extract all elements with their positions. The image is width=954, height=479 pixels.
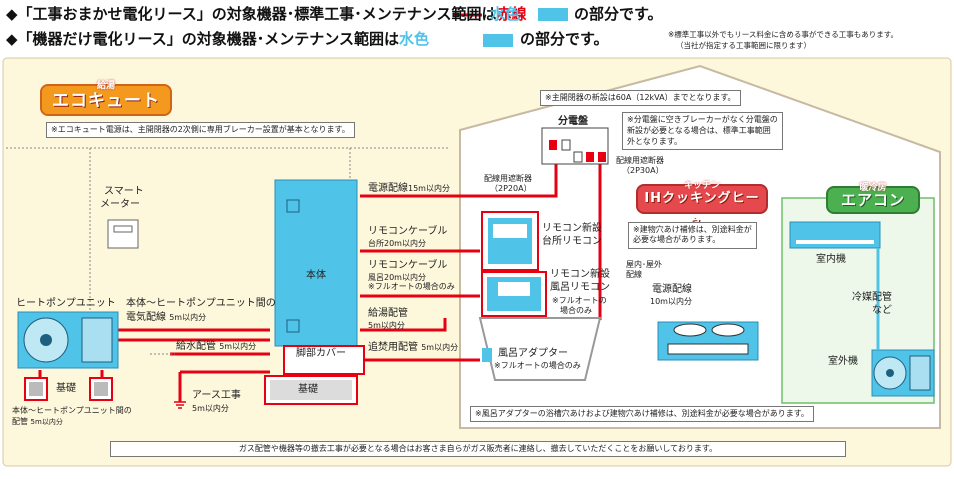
red-line-group bbox=[38, 152, 602, 402]
header-line-1-end: の部分です。 bbox=[574, 5, 663, 23]
heat-pump-wire-label-2: 電気配線 5m以内分 bbox=[126, 312, 207, 323]
dotted-supply-line bbox=[6, 147, 450, 180]
hot-water-line bbox=[360, 318, 447, 332]
remote-cable-kitchen-label: リモコンケーブル bbox=[368, 226, 448, 237]
bath-remote-label-1: リモコン新設 bbox=[550, 269, 610, 280]
earth-len: 5m以内分 bbox=[192, 404, 229, 413]
heat-pump-pipe-label-1: 本体～ヒートポンプユニット間の bbox=[12, 406, 132, 415]
breaker-right-spec: （2P30A） bbox=[622, 166, 664, 175]
aircon-refrig-label-2: など bbox=[872, 305, 892, 316]
header-line-1: ◆「工事おまかせ電化リース」の対象機器･標準工事･メンテナンス範囲は赤線 bbox=[6, 5, 527, 23]
foot-cover bbox=[283, 345, 365, 375]
earth-label: アース工事 bbox=[192, 390, 241, 401]
foot-cover-label: 脚部カバー bbox=[296, 348, 346, 359]
header-line-2-end: の部分です。 bbox=[520, 30, 609, 48]
bath-hole-note: ※風呂アダプターの浴槽穴あけおよび建物穴あけ補修は、別途料金が必要な場合がありま… bbox=[470, 406, 814, 423]
body-label: 本体 bbox=[306, 270, 326, 281]
aircon-refrig-label-1: 冷媒配管 bbox=[852, 292, 892, 303]
heat-pump-wire-label-1: 本体～ヒートポンプユニット間の bbox=[126, 298, 276, 309]
breaker-right-label: 配線用遮断器 bbox=[616, 156, 664, 165]
ih-indoor-label-2: 配線 bbox=[626, 270, 642, 279]
kitchen-remote-label-2: 台所リモコン bbox=[542, 236, 602, 247]
smart-meter-label-1: スマート bbox=[104, 186, 144, 197]
remote-cable-kitchen-len: 台所20m以内分 bbox=[368, 239, 426, 248]
panel-note: ※分電盤に空きブレーカーがなく分電盤の 新設が必要となる場合は、標準工事範囲 外… bbox=[622, 112, 783, 151]
main-breaker-note: ※主開閉器の新設は60A（12kVA）までとなります。 bbox=[540, 90, 741, 107]
hot-water-pipe-label: 給湯配管 bbox=[368, 308, 408, 319]
heat-pump-label: ヒートポンプユニット bbox=[16, 298, 116, 309]
smart-meter-label-2: メーター bbox=[100, 199, 140, 210]
water-pipe-label: 給水配管 5m以内分 bbox=[176, 341, 257, 352]
power-wiring-line bbox=[360, 152, 558, 198]
ih-badge: キッチン IHクッキングヒーター bbox=[636, 181, 768, 232]
heat-pump-foundation-label: 基礎 bbox=[56, 383, 76, 394]
bath-remote-note-1: ※フルオートの bbox=[552, 296, 607, 305]
distribution-board-label: 分電盤 bbox=[558, 116, 588, 127]
header-line-2: ◆「機器だけ電化リース」の対象機器･メンテナンス範囲は水色 bbox=[6, 30, 430, 48]
aircon-badge: 暖冷房 エアコン bbox=[826, 183, 920, 214]
ih-wire-len: 10m以内分 bbox=[650, 297, 692, 306]
remote-cable-bath-len: 風呂20m以内分 bbox=[368, 273, 426, 282]
aircon-indoor-label: 室内機 bbox=[816, 254, 846, 265]
ih-note: ※建物穴あけ補修は、別途料金が 必要な場合があります。 bbox=[628, 222, 757, 249]
breaker-left-spec: （2P20A） bbox=[490, 184, 532, 193]
bath-adapter-label: 風呂アダプター bbox=[498, 348, 568, 359]
aircon-indoor bbox=[789, 221, 881, 249]
header-note-b: （当社が指定する工事範囲に限ります） bbox=[676, 41, 811, 50]
ih-wire-label: 電源配線 bbox=[652, 284, 692, 295]
remote-cable-bath-label: リモコンケーブル bbox=[368, 260, 448, 271]
ecocute-note: ※エコキュート電源は、主開閉器の2次側に専用ブレーカー設置が基本となります。 bbox=[46, 122, 355, 139]
power-wiring-label: 電源配線15m以内分 bbox=[368, 183, 450, 194]
bath-remote-note-2: 場合のみ bbox=[560, 306, 592, 315]
bath-adapter-note: ※フルオートの場合のみ bbox=[494, 361, 581, 370]
header-line-1-aqua: 水色 bbox=[490, 5, 521, 23]
reheat-pipe-label: 追焚用配管 5m以内分 bbox=[368, 342, 459, 353]
hot-water-pipe-len: 5m以内分 bbox=[368, 321, 405, 330]
legend-aqua-box bbox=[538, 8, 568, 21]
foundation-label: 基礎 bbox=[298, 384, 318, 395]
header-note-a: ※標準工事以外でもリース料金に含める事ができる工事もあります。 bbox=[668, 30, 899, 39]
ih-indoor-label-1: 屋内･屋外 bbox=[626, 260, 662, 269]
earth-line bbox=[178, 370, 270, 402]
remote-cable-bath-note: ※フルオートの場合のみ bbox=[368, 282, 455, 291]
breaker-left-label: 配線用遮断器 bbox=[484, 174, 532, 183]
bath-remote-label-2: 風呂リモコン bbox=[550, 282, 610, 293]
kitchen-remote-label-1: リモコン新設 bbox=[542, 223, 602, 234]
aircon-outdoor-label: 室外機 bbox=[828, 356, 858, 367]
ecocute-tank bbox=[274, 179, 358, 347]
footer-note: ガス配管や機器等の撤去工事が必要となる場合はお客さま自らがガス販売者に連絡し、撤… bbox=[110, 441, 846, 458]
smart-meter-box bbox=[107, 219, 139, 249]
ecocute-badge: 給湯 エコキュート bbox=[40, 81, 172, 116]
heat-pump-pipe-label-2: 配管 5m以内分 bbox=[12, 417, 63, 426]
